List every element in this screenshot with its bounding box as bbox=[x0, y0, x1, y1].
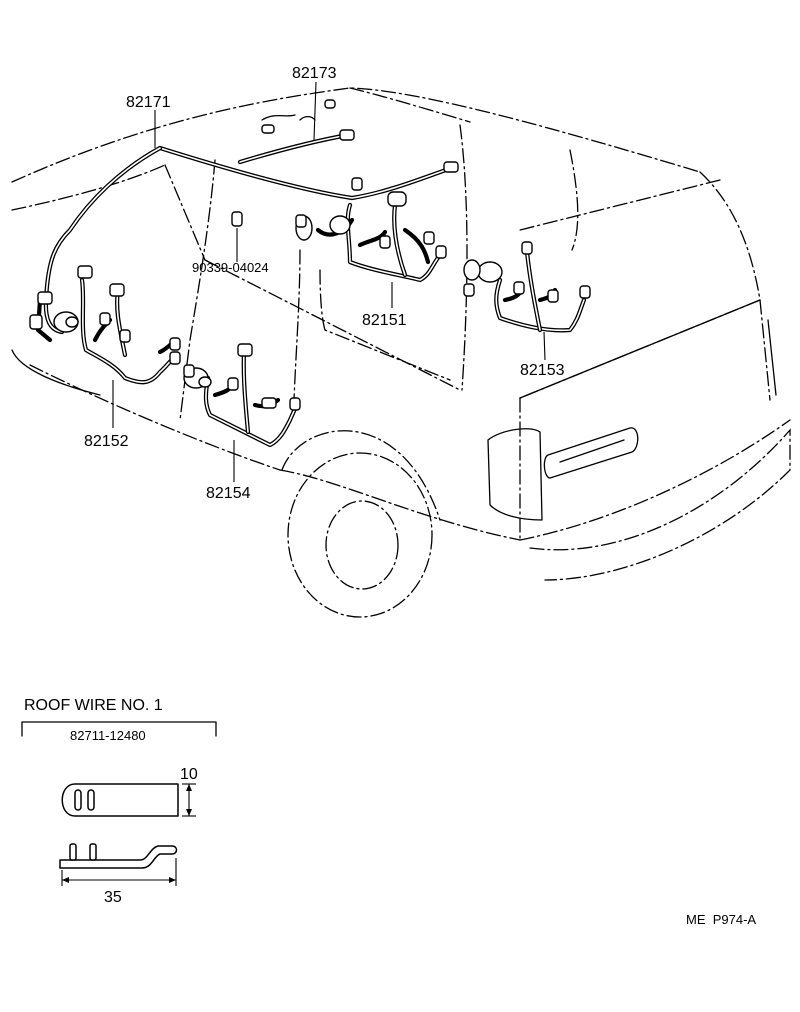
roof-wire-title: ROOF WIRE NO. 1 bbox=[24, 697, 163, 714]
callout-82153: 82153 bbox=[520, 362, 565, 379]
clamp-90339 bbox=[231, 211, 243, 227]
callout-82154: 82154 bbox=[206, 485, 251, 502]
harness-82152 bbox=[77, 265, 181, 385]
harness-82171 bbox=[29, 145, 163, 343]
callout-82173: 82173 bbox=[292, 65, 337, 82]
harness-82153 bbox=[463, 241, 591, 333]
leader-lines bbox=[112, 81, 546, 482]
harness-82151 bbox=[295, 177, 447, 283]
part-number-bracket bbox=[21, 721, 217, 737]
clip-side-view bbox=[59, 845, 178, 869]
figure-code: ME P974-A bbox=[686, 912, 756, 927]
callout-90339-04024: 90339-04024 bbox=[192, 260, 269, 275]
dim-height-label: 10 bbox=[180, 766, 198, 783]
dim-length-label: 35 bbox=[104, 889, 122, 906]
callout-82171: 82171 bbox=[126, 94, 171, 111]
roof-wire-part-number: 82711-12480 bbox=[70, 728, 146, 743]
vehicle-body-outline bbox=[11, 87, 791, 618]
harness-82173 bbox=[157, 99, 459, 201]
callout-82152: 82152 bbox=[84, 433, 129, 450]
roof-wire-detail: ROOF WIRE NO. 1 82711-12480 10 35 bbox=[21, 697, 217, 906]
harness-82154 bbox=[183, 343, 301, 448]
callout-82151: 82151 bbox=[362, 312, 407, 329]
